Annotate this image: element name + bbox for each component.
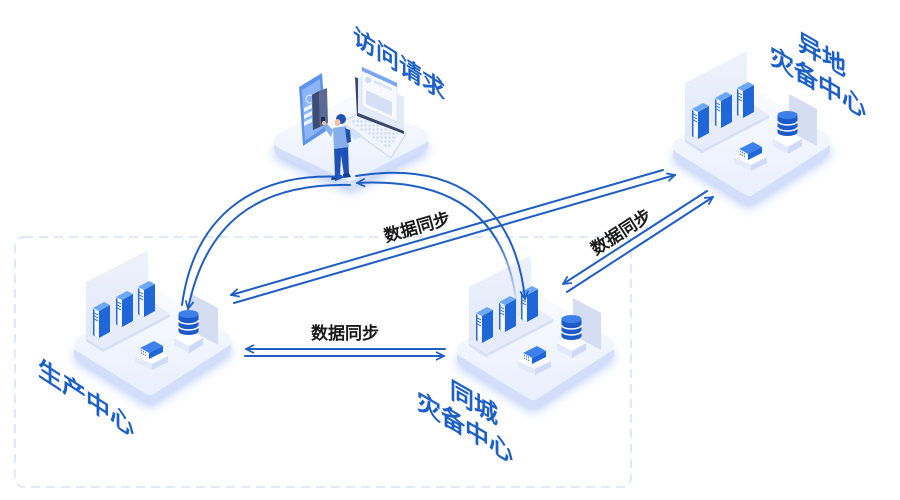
arrow-to-same-city [563,190,708,284]
link-label-same-city-remote: 数据同步 [587,205,655,260]
link-same-city-remote [563,190,713,293]
access-request-node [274,66,428,193]
link-access-same-city [355,171,525,301]
remote-dr-node [673,51,830,208]
network-switch-icon [522,346,546,365]
database-icon [776,111,799,136]
production-center-node [74,250,231,407]
server-rack-icon [115,291,133,328]
server-rack-icon [92,302,110,339]
user-figure-icon [321,114,351,180]
arrow-to-access [357,183,517,301]
link-production-same-city [244,349,446,356]
link-access-production [181,177,351,309]
shelf-top [685,104,769,150]
server-rack-icon [714,92,732,129]
arrow-to-access [181,177,343,306]
database-icon [560,315,583,340]
arrow-to-remote [566,197,713,293]
database-pedestal [174,330,203,353]
database-icon [177,310,200,335]
server-rack-icon [736,82,754,119]
arrow-to-production [188,183,351,309]
database-pedestal [773,131,802,154]
server-rack-icon [137,281,155,318]
link-production-remote [231,169,675,304]
link-label-production-same-city: 数据同步 [311,323,379,344]
shelf-top [86,303,170,349]
server-rack-icon [691,103,709,140]
arrow-to-remote [233,175,675,304]
arrow-to-same-city [355,171,525,299]
server-rack-icon [498,296,516,333]
server-rack-icon [475,307,493,344]
remote-dr-label: 异地 灾备中心 [770,28,866,125]
database-pedestal [557,335,586,358]
same-city-dr-node [457,255,614,412]
network-switch-icon [139,341,163,360]
shelf-top [469,308,553,354]
network-switch-icon [738,142,762,161]
laptop-icon [340,66,407,159]
local-region-group-box [14,236,632,488]
arrow-to-production [231,169,664,295]
